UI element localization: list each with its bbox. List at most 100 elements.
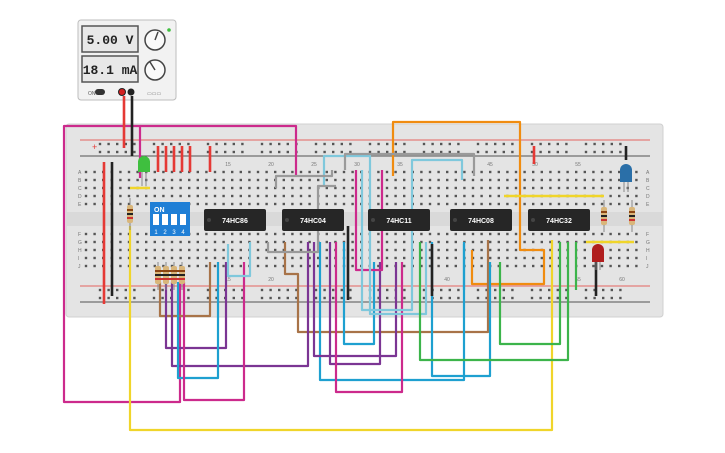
breadboard-hole[interactable] (540, 232, 543, 236)
breadboard-hole[interactable] (340, 296, 343, 300)
breadboard-hole[interactable] (314, 296, 318, 300)
resistor[interactable] (629, 200, 635, 232)
breadboard-hole[interactable] (282, 248, 285, 252)
breadboard-hole[interactable] (584, 296, 588, 300)
breadboard-hole[interactable] (556, 150, 559, 154)
breadboard-hole[interactable] (557, 186, 561, 190)
breadboard-hole[interactable] (394, 142, 397, 146)
breadboard-hole[interactable] (152, 296, 156, 300)
breadboard-hole[interactable] (514, 264, 518, 268)
breadboard-hole[interactable] (454, 264, 457, 268)
breadboard-hole[interactable] (84, 256, 88, 260)
breadboard-hole[interactable] (428, 232, 432, 236)
breadboard-hole[interactable] (265, 186, 268, 190)
breadboard-hole[interactable] (179, 178, 182, 182)
breadboard-hole[interactable] (107, 288, 110, 292)
breadboard-hole[interactable] (136, 178, 139, 182)
breadboard-hole[interactable] (514, 232, 518, 236)
breadboard-hole[interactable] (602, 142, 605, 146)
breadboard-hole[interactable] (145, 232, 148, 236)
breadboard-hole[interactable] (325, 170, 328, 174)
breadboard-hole[interactable] (494, 150, 497, 154)
breadboard-hole[interactable] (170, 194, 174, 198)
breadboard-hole[interactable] (291, 264, 294, 268)
breadboard-hole[interactable] (136, 194, 139, 198)
breadboard-hole[interactable] (179, 194, 182, 198)
breadboard-hole[interactable] (282, 264, 285, 268)
breadboard-hole[interactable] (540, 186, 543, 190)
breadboard-hole[interactable] (489, 170, 492, 174)
breadboard-hole[interactable] (557, 232, 561, 236)
breadboard-hole[interactable] (170, 178, 174, 182)
breadboard-hole[interactable] (119, 186, 122, 190)
breadboard-hole[interactable] (206, 296, 210, 300)
breadboard-hole[interactable] (84, 248, 88, 252)
breadboard-hole[interactable] (480, 178, 483, 182)
breadboard-hole[interactable] (489, 194, 492, 198)
breadboard-hole[interactable] (403, 142, 406, 146)
breadboard-hole[interactable] (610, 142, 613, 146)
breadboard-hole[interactable] (119, 202, 122, 206)
breadboard-hole[interactable] (265, 178, 268, 182)
breadboard-hole[interactable] (161, 288, 164, 292)
breadboard-hole[interactable] (403, 202, 406, 206)
breadboard-hole[interactable] (446, 256, 449, 260)
breadboard-hole[interactable] (514, 178, 518, 182)
breadboard-hole[interactable] (213, 186, 217, 190)
breadboard-hole[interactable] (256, 240, 260, 244)
breadboard-hole[interactable] (494, 142, 497, 146)
wire-magenta-b[interactable] (182, 262, 246, 402)
breadboard-hole[interactable] (323, 142, 326, 146)
breadboard-hole[interactable] (222, 264, 225, 268)
breadboard-hole[interactable] (377, 150, 380, 154)
breadboard-hole[interactable] (420, 194, 423, 198)
breadboard-hole[interactable] (514, 248, 518, 252)
breadboard-hole[interactable] (539, 142, 542, 146)
breadboard-hole[interactable] (385, 186, 389, 190)
breadboard-hole[interactable] (153, 194, 156, 198)
breadboard-hole[interactable] (241, 150, 244, 154)
breadboard-hole[interactable] (635, 232, 638, 236)
breadboard-hole[interactable] (386, 142, 389, 146)
breadboard-hole[interactable] (489, 202, 492, 206)
breadboard-hole[interactable] (471, 202, 475, 206)
breadboard-hole[interactable] (334, 186, 337, 190)
breadboard-hole[interactable] (511, 150, 514, 154)
breadboard-hole[interactable] (480, 256, 483, 260)
breadboard-hole[interactable] (489, 248, 492, 252)
wire-magenta-c[interactable] (334, 242, 404, 394)
breadboard-hole[interactable] (497, 178, 500, 182)
breadboard-hole[interactable] (463, 170, 466, 174)
breadboard-hole[interactable] (162, 264, 165, 268)
breadboard-hole[interactable] (93, 264, 96, 268)
breadboard-hole[interactable] (291, 240, 294, 244)
breadboard-hole[interactable] (196, 256, 199, 260)
breadboard-hole[interactable] (549, 232, 552, 236)
breadboard-hole[interactable] (274, 248, 277, 252)
breadboard-hole[interactable] (291, 194, 294, 198)
breadboard-hole[interactable] (618, 256, 621, 260)
breadboard-hole[interactable] (540, 240, 543, 244)
breadboard-hole[interactable] (124, 288, 127, 292)
breadboard-hole[interactable] (609, 248, 612, 252)
breadboard-hole[interactable] (274, 240, 277, 244)
breadboard-hole[interactable] (428, 170, 432, 174)
breadboard-hole[interactable] (575, 232, 578, 236)
breadboard-hole[interactable] (532, 240, 535, 244)
breadboard-hole[interactable] (618, 186, 621, 190)
breadboard-hole[interactable] (274, 194, 277, 198)
breadboard-hole[interactable] (269, 288, 272, 292)
breadboard-hole[interactable] (179, 248, 182, 252)
breadboard-hole[interactable] (188, 248, 191, 252)
breadboard-hole[interactable] (127, 186, 131, 190)
breadboard-hole[interactable] (107, 142, 110, 146)
breadboard-hole[interactable] (170, 248, 174, 252)
breadboard-hole[interactable] (127, 178, 131, 182)
breadboard-hole[interactable] (133, 288, 136, 292)
breadboard-hole[interactable] (231, 256, 234, 260)
breadboard-hole[interactable] (351, 178, 354, 182)
breadboard-hole[interactable] (476, 296, 480, 300)
breadboard-hole[interactable] (241, 288, 244, 292)
breadboard-hole[interactable] (274, 202, 277, 206)
breadboard-hole[interactable] (446, 178, 449, 182)
